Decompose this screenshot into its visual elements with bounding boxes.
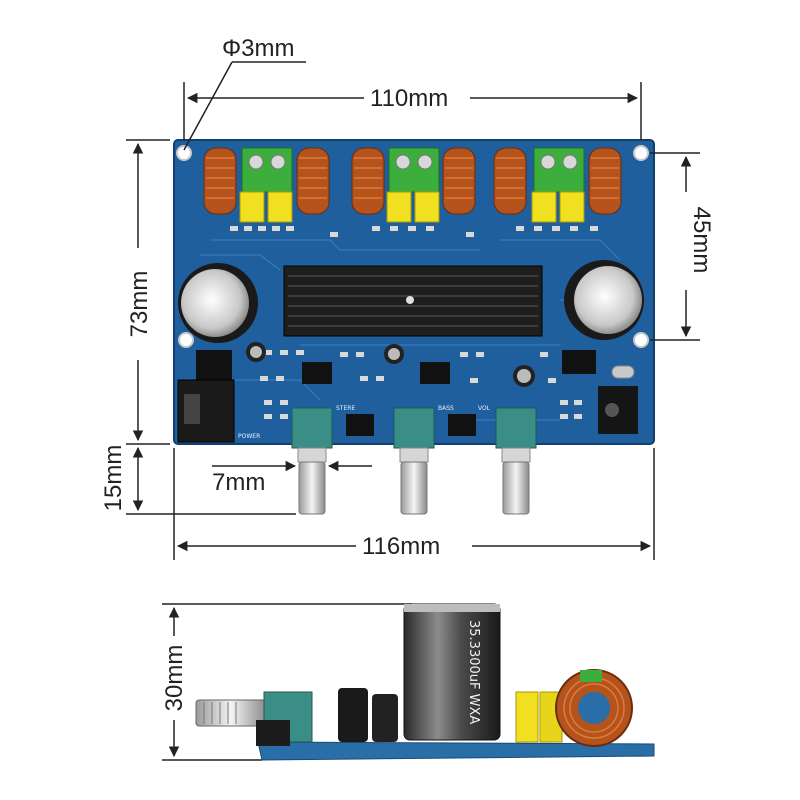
electrolytic-capacitor-side: 35.3300uF WXA [403,603,501,741]
dim-overall-width: 116mm [362,533,440,560]
dimension-lines [126,61,700,761]
mounting-holes [176,145,649,348]
pcb-edge [257,741,655,761]
audio-input-jack [598,386,638,434]
dim-board-width: 110mm [370,85,448,112]
power-jack [177,350,235,443]
pot-shaft-side [195,699,267,727]
channel-middle [351,147,476,223]
side-view-board: 35.3300uF WXA [195,603,655,761]
channel-right [493,147,622,223]
crystal [611,365,635,379]
potentiometer-bass [393,407,435,515]
label-bass: BASS [438,405,454,412]
screw-terminal [241,147,293,193]
dim-side-height: 30mm [161,645,188,712]
small-capacitors [246,342,535,387]
dim-shaft-diameter: 7mm [212,469,265,496]
channel-left [203,147,330,223]
capacitor-label: 35.3300uF WXA [466,620,481,724]
dim-shaft-length: 15mm [100,445,127,512]
film-capacitor [239,191,265,223]
film-capacitor-side [515,691,539,743]
top-view-board: POWER STERE BASS VOL [173,139,655,515]
label-stereo: STERE [336,405,355,412]
dim-hole-diameter: Φ3mm [222,35,294,62]
electrolytic-capacitor-right [564,260,644,340]
inductor-side [555,669,633,747]
label-vol: VOL [478,405,491,412]
potentiometer-stereo [291,407,333,515]
jack-side [256,720,290,746]
smd-components [230,226,598,419]
heatsink [283,265,543,337]
potentiometer-vol [495,407,537,515]
dim-board-height: 73mm [126,271,153,338]
ic-chips [302,350,596,436]
electrolytic-capacitor-left [178,263,258,343]
dim-mount-span: 45mm [688,207,715,274]
label-power: POWER [238,433,260,440]
small-cap-side [338,688,368,742]
